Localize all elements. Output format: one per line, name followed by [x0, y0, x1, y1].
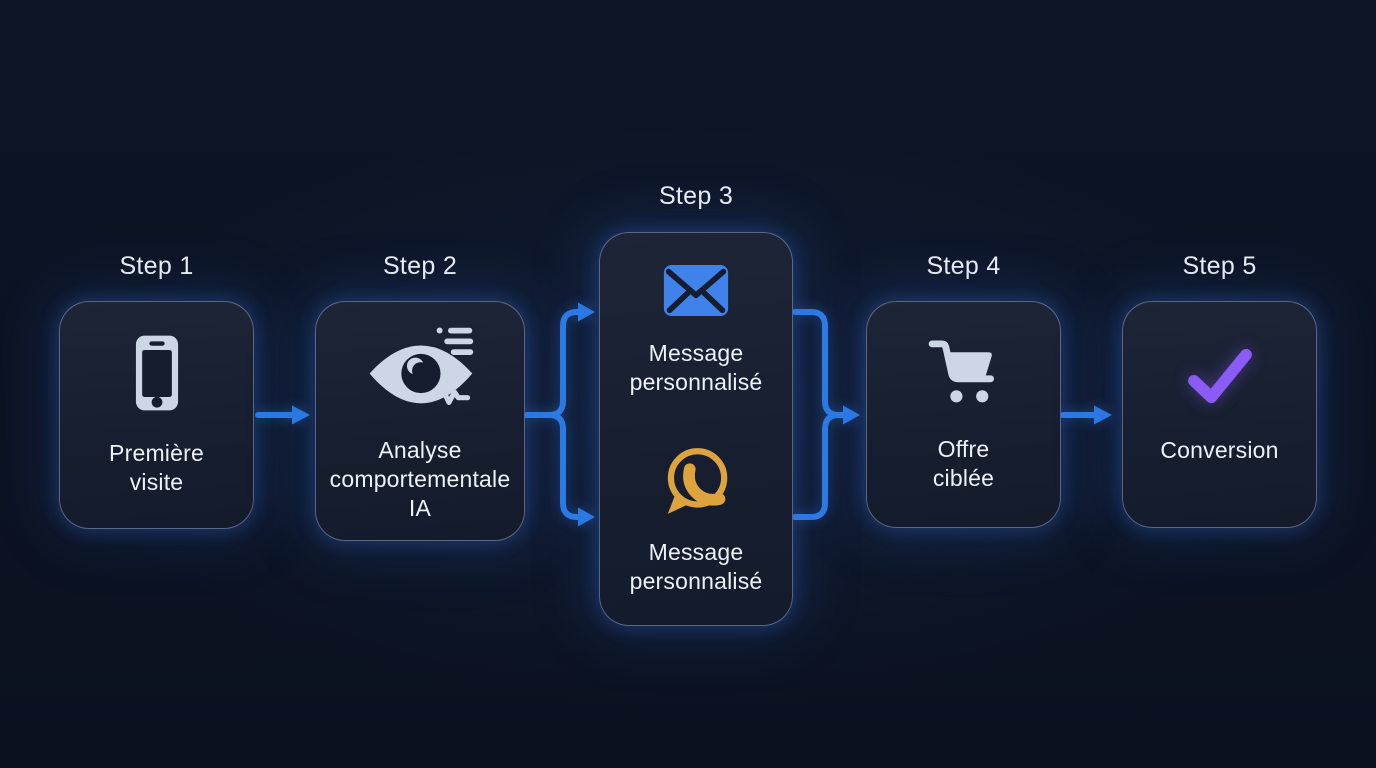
arrow-step1-step2	[255, 405, 310, 425]
merge-connector-step3-step4	[792, 309, 860, 520]
whatsapp-icon	[661, 445, 731, 522]
step3-label: Step 3	[658, 182, 734, 210]
step5-card-text: Conversion	[1160, 436, 1279, 463]
step5-label: Step 5	[1182, 252, 1257, 280]
step3-card: Message personnalisé Message personnalis…	[599, 232, 793, 626]
step2-card-text: Analyse comportementale IA	[329, 437, 511, 521]
step5-card: Conversion	[1122, 301, 1317, 528]
step2-card: Analyse comportementale IA	[315, 301, 525, 541]
step4-card-text: Offre ciblée	[932, 436, 995, 491]
step1-card-text: Première visite	[109, 439, 204, 495]
step4-label: Step 4	[926, 252, 1001, 280]
step3-email-text: Message personnalisé	[629, 339, 763, 395]
split-connector-step2-step3	[524, 302, 595, 527]
step1-card: Première visite	[59, 301, 254, 529]
shopping-cart-icon	[926, 336, 1002, 413]
checkmark-icon	[1185, 347, 1255, 410]
behavior-analysis-eye-icon	[364, 319, 476, 418]
arrow-step4-step5	[1060, 405, 1112, 425]
step2-label: Step 2	[382, 252, 458, 280]
step4-card: Offre ciblée	[866, 301, 1061, 528]
smartphone-icon	[134, 334, 180, 417]
step1-label: Step 1	[119, 252, 194, 280]
step3-whatsapp-text: Message personnalisé	[629, 538, 763, 594]
email-envelope-icon	[662, 263, 730, 323]
step3-email-item: Message personnalisé	[630, 263, 763, 397]
step3-whatsapp-item: Message personnalisé	[630, 445, 763, 596]
